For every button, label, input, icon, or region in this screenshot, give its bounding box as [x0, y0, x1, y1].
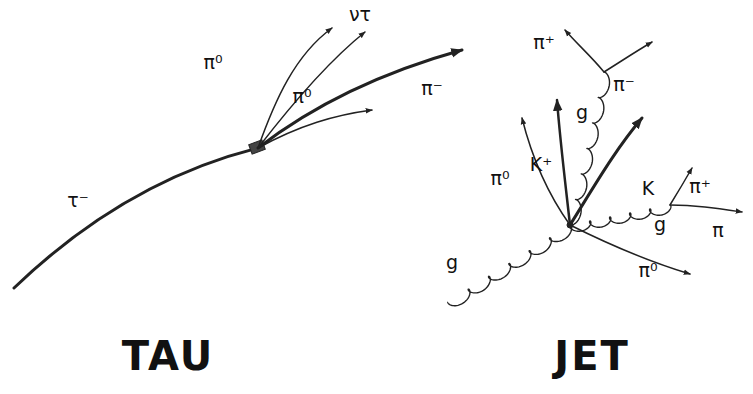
section-title: JET: [554, 336, 630, 376]
particle-label: π⁻: [421, 79, 442, 98]
tau-track: [14, 148, 258, 288]
pion-track: [604, 42, 652, 72]
pion-track: [258, 110, 372, 148]
pion-track: [670, 168, 692, 205]
particle-label: τ⁻: [67, 191, 88, 210]
particle-label: π⁰: [490, 169, 509, 188]
section-title: TAU: [122, 336, 214, 376]
pion-track: [258, 50, 462, 148]
pion-track: [570, 225, 690, 274]
particle-label: K: [642, 179, 654, 198]
particle-label: g: [576, 103, 588, 122]
particle-label: π⁰: [203, 53, 222, 72]
gluon-line: [448, 225, 572, 306]
particle-label: π⁺: [689, 177, 710, 196]
particle-label: π⁻: [613, 75, 634, 94]
particle-label: π⁰: [638, 261, 657, 280]
particle-label: g: [446, 253, 458, 272]
particle-label: K⁺: [530, 155, 553, 174]
gluon-line: [570, 72, 610, 225]
pion-track: [565, 30, 604, 72]
particle-label: π⁺: [533, 33, 554, 52]
particle-label: π: [712, 221, 723, 240]
neutrino-track: [258, 32, 365, 148]
pion-track: [670, 205, 742, 212]
particle-label: g: [654, 215, 666, 234]
kaon-track: [557, 100, 570, 225]
particle-label: π⁰: [292, 87, 311, 106]
particle-label: ντ: [349, 5, 371, 24]
